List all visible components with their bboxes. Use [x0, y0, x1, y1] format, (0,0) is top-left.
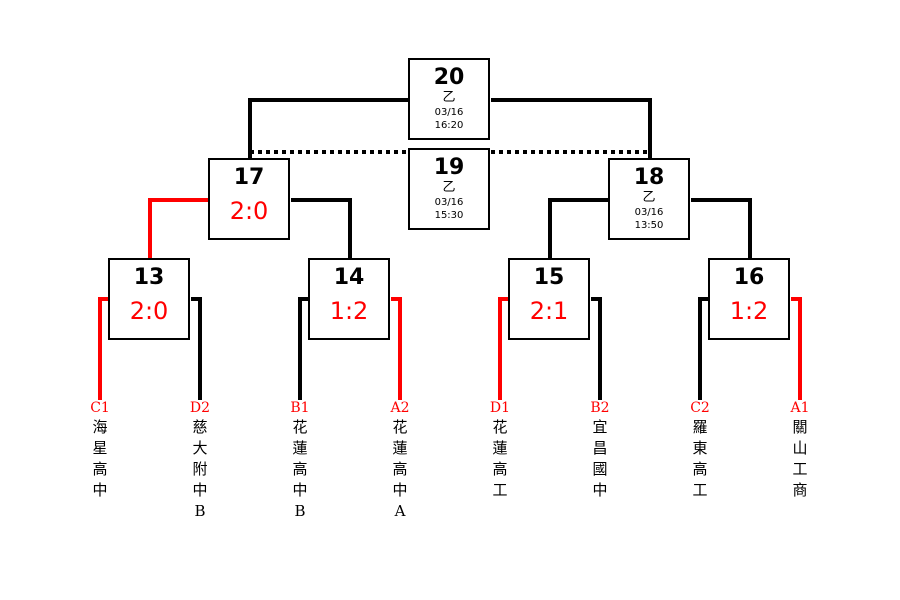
match-box-15: 15 2:1	[508, 258, 590, 340]
line-18-left	[548, 198, 609, 259]
line-16-left	[698, 297, 709, 400]
match-number: 20	[433, 65, 465, 90]
match-number: 17	[233, 165, 265, 190]
team-label: C1 海星高中	[80, 400, 120, 501]
match-score: 2:0	[229, 197, 269, 225]
team-name-char: 昌	[592, 439, 608, 457]
line-15-left	[498, 297, 509, 400]
team-seed: D1	[489, 400, 511, 416]
match-score: 1:2	[729, 297, 769, 325]
team-name-char: 高	[492, 460, 508, 478]
match-group: 乙	[642, 190, 656, 205]
line-15-right	[591, 297, 602, 400]
match-date: 03/16	[634, 207, 664, 218]
team-name-char: 花	[292, 418, 308, 436]
line-14-right	[391, 297, 402, 400]
line-20-left	[248, 98, 409, 159]
match-score: 2:0	[129, 297, 169, 325]
team-name-char: 花	[392, 418, 408, 436]
team-name-char: A	[394, 502, 406, 520]
team-name-char: 蓮	[292, 439, 308, 457]
team-label: C2 羅東高工	[680, 400, 720, 501]
team-name-char: B	[194, 502, 206, 520]
team-name-char: 工	[792, 460, 808, 478]
match-number: 13	[133, 265, 165, 290]
line-13-right	[191, 297, 202, 400]
match-box-17: 17 2:0	[208, 158, 290, 240]
team-name-char: 羅	[692, 418, 708, 436]
match-box-13: 13 2:0	[108, 258, 190, 340]
match-group: 乙	[442, 90, 456, 105]
team-label: D1 花蓮高工	[480, 400, 520, 501]
match-score: 2:1	[529, 297, 569, 325]
line-16-right	[791, 297, 802, 400]
team-name-char: 宜	[592, 418, 608, 436]
team-name-char: 慈	[192, 418, 208, 436]
team-name-char: 蓮	[392, 439, 408, 457]
match-box-20: 20 乙 03/16 16:20	[408, 58, 490, 140]
team-name-char: 大	[192, 439, 208, 457]
match-box-16: 16 1:2	[708, 258, 790, 340]
match-number: 16	[733, 265, 765, 290]
team-name-char: 工	[692, 481, 708, 499]
match-time: 16:20	[434, 120, 464, 131]
team-name-char: 國	[592, 460, 608, 478]
line-17-left	[148, 198, 209, 259]
team-name-char: 花	[492, 418, 508, 436]
match-date: 03/16	[434, 107, 464, 118]
team-seed: D2	[189, 400, 211, 416]
team-seed: B2	[590, 400, 610, 416]
team-seed: A1	[790, 400, 810, 416]
line-14-left	[298, 297, 309, 400]
team-seed: A2	[390, 400, 410, 416]
match-number: 19	[433, 155, 465, 180]
team-name-char: 中	[92, 481, 108, 499]
line-18-right	[691, 198, 752, 259]
match-time: 13:50	[634, 220, 664, 231]
match-date: 03/16	[434, 197, 464, 208]
team-label: B2 宜昌國中	[580, 400, 620, 501]
match-number: 15	[533, 265, 565, 290]
match-number: 14	[333, 265, 365, 290]
team-seed: B1	[290, 400, 310, 416]
team-name-char: 高	[692, 460, 708, 478]
match-group: 乙	[442, 180, 456, 195]
team-name-char: 中	[592, 481, 608, 499]
team-name-char: 商	[792, 481, 808, 499]
team-name-char: 中	[392, 481, 408, 499]
team-name-char: 東	[692, 439, 708, 457]
line-17-right	[291, 198, 352, 259]
team-name-char: 蓮	[492, 439, 508, 457]
team-name-char: 工	[492, 481, 508, 499]
match-time: 15:30	[434, 210, 464, 221]
team-name-char: 附	[192, 460, 208, 478]
match-box-14: 14 1:2	[308, 258, 390, 340]
team-name-char: 中	[192, 481, 208, 499]
line-13-left	[98, 297, 109, 400]
team-name-char: B	[294, 502, 306, 520]
match-box-19: 19 乙 03/16 15:30	[408, 148, 490, 230]
team-name-char: 海	[92, 418, 108, 436]
team-name-char: 高	[92, 460, 108, 478]
team-name-char: 高	[292, 460, 308, 478]
team-seed: C1	[90, 400, 110, 416]
match-number: 18	[633, 165, 665, 190]
match-box-18: 18 乙 03/16 13:50	[608, 158, 690, 240]
line-20-right	[491, 98, 652, 159]
team-name-char: 山	[792, 439, 808, 457]
team-name-char: 高	[392, 460, 408, 478]
team-seed: C2	[690, 400, 710, 416]
team-name-char: 星	[92, 439, 108, 457]
match-score: 1:2	[329, 297, 369, 325]
team-name-char: 中	[292, 481, 308, 499]
team-name-char: 關	[792, 418, 808, 436]
team-label: A1 關山工商	[780, 400, 820, 501]
